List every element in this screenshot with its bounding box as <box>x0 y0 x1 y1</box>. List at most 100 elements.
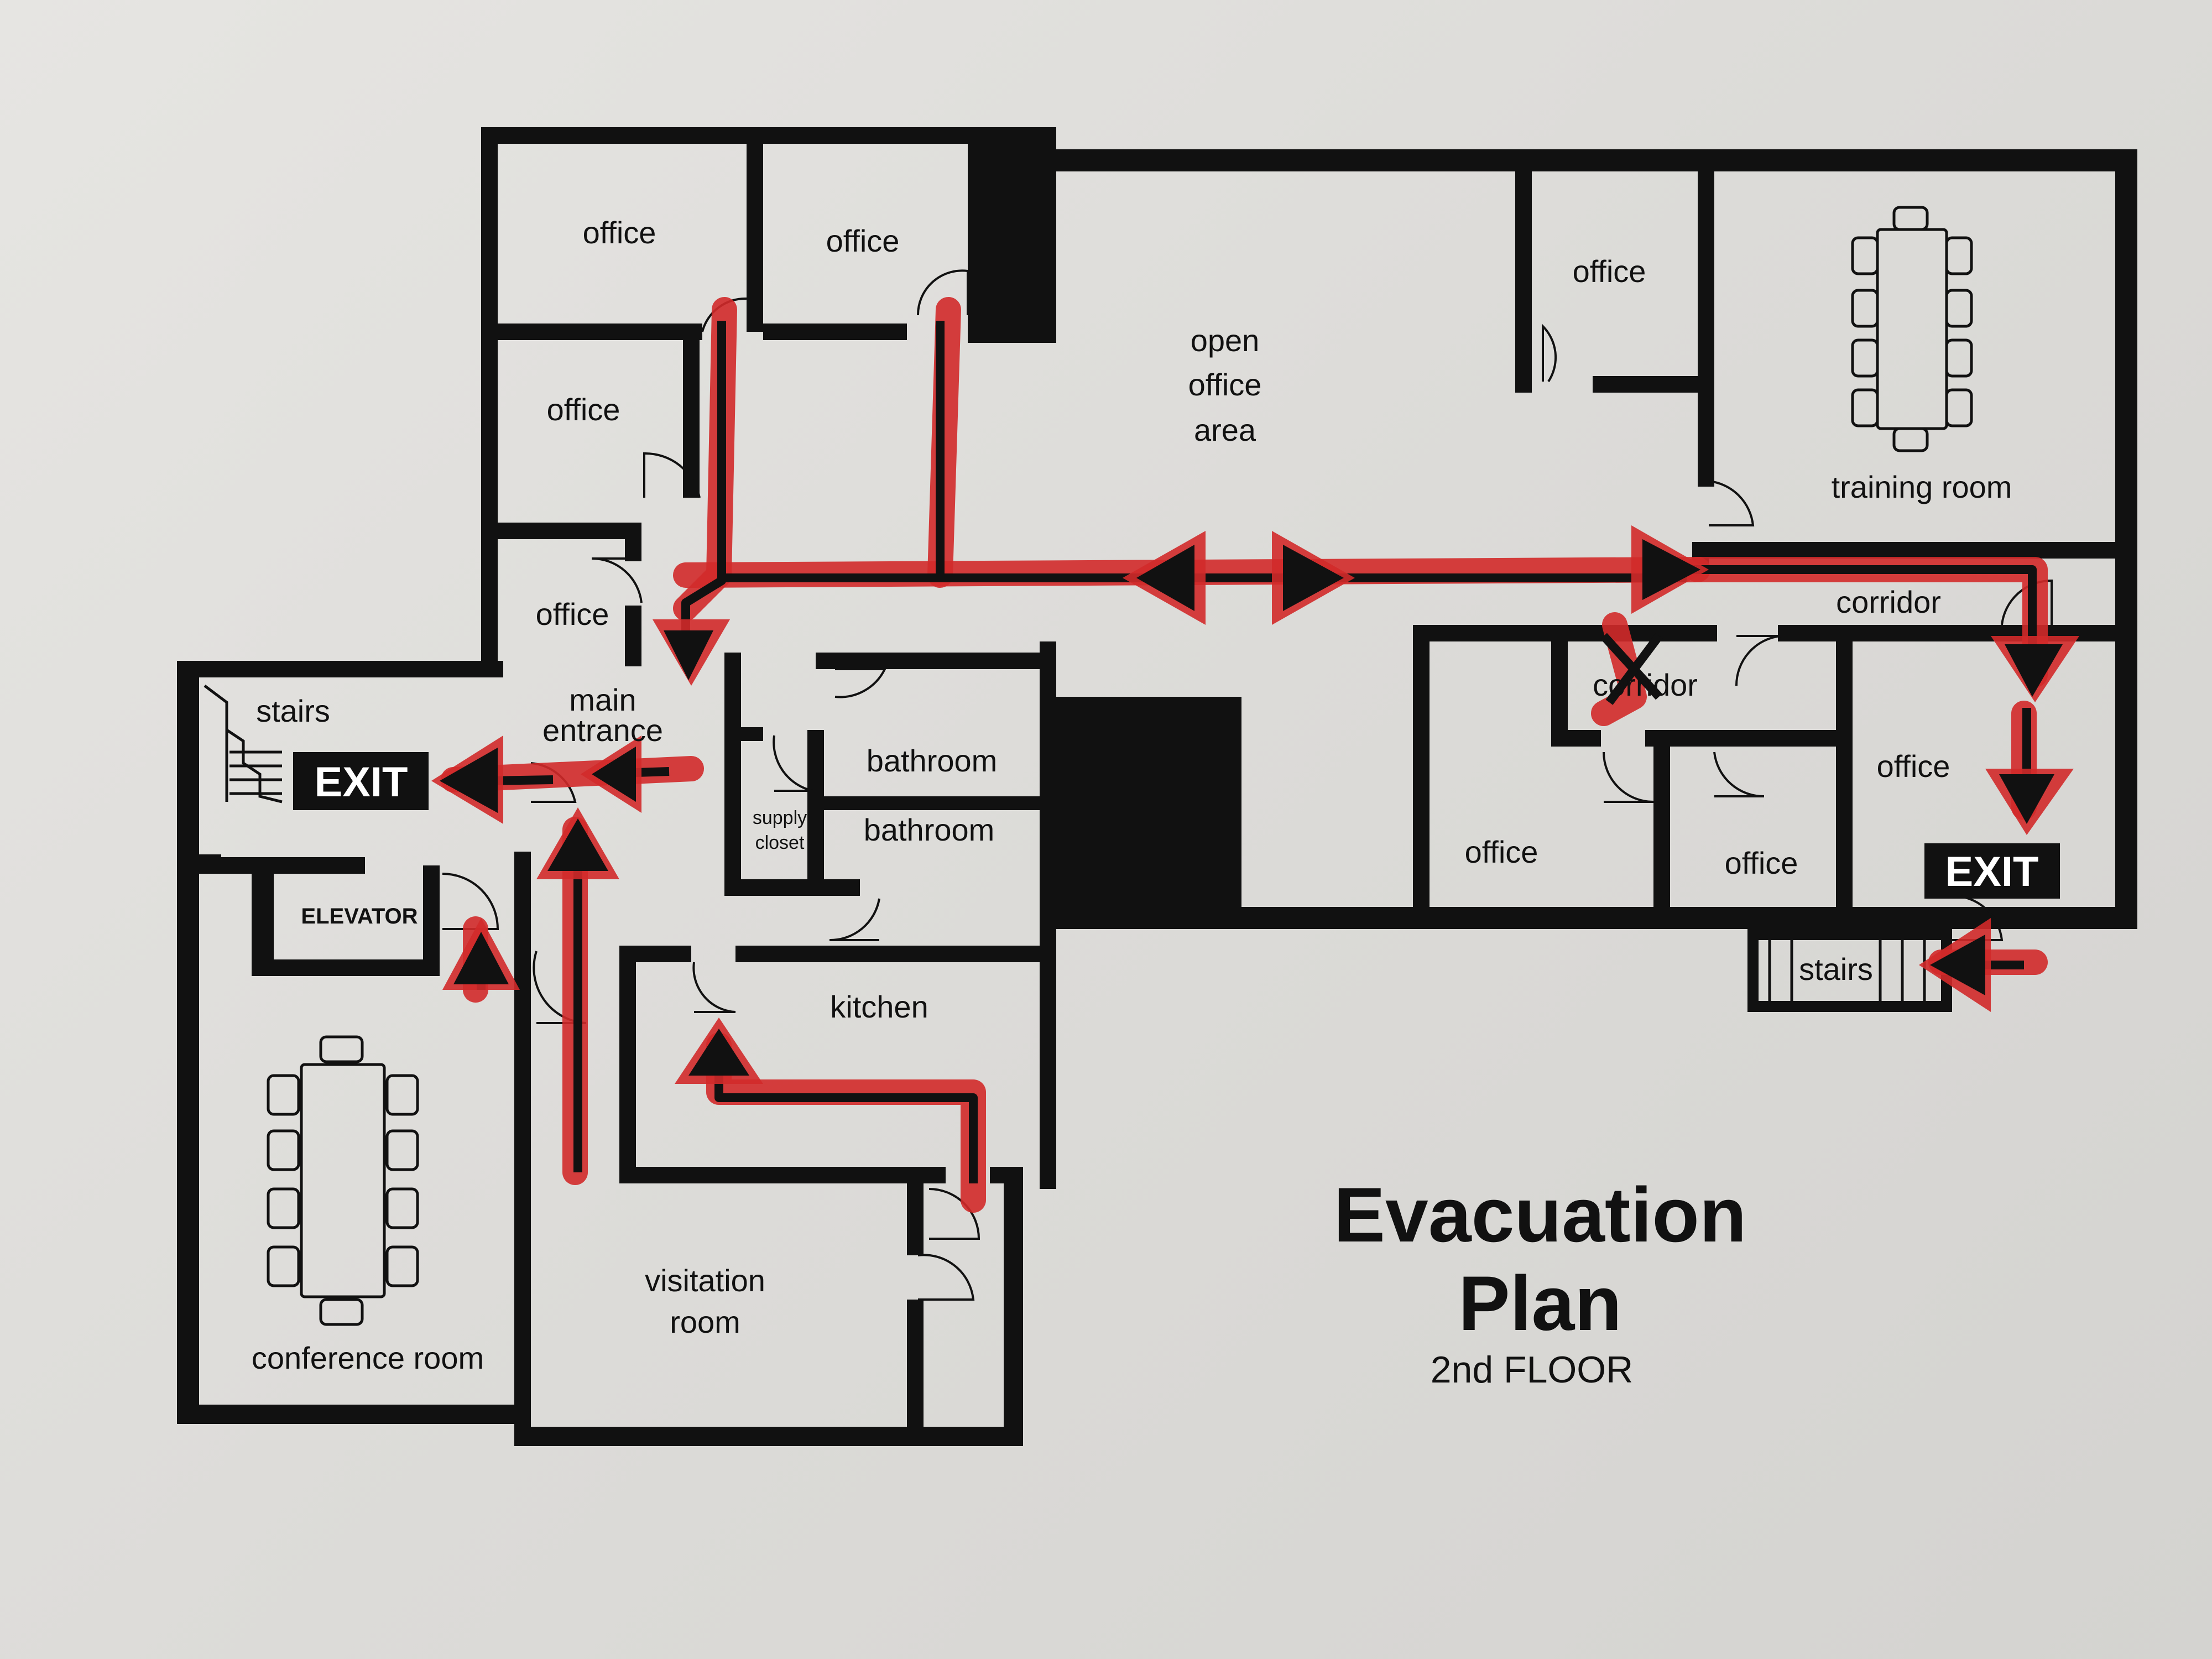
door-swing <box>692 962 736 1013</box>
door-swing <box>591 557 643 603</box>
chair <box>319 1035 364 1063</box>
wall <box>968 127 1056 343</box>
room-label-main-entrance: main <box>569 682 636 717</box>
wall <box>1051 149 2135 171</box>
wall <box>1698 171 1714 487</box>
door-swing <box>1713 752 1765 798</box>
room-label-corridor: corridor <box>1836 585 1941 619</box>
arrow-up-icon <box>453 932 509 984</box>
wall <box>1051 907 2137 929</box>
wall <box>1747 1001 1947 1012</box>
stairs-right-treads <box>1768 940 1926 1001</box>
stairs-left-icon <box>204 685 283 804</box>
walls <box>177 127 2137 1446</box>
room-label-office: office <box>547 392 620 427</box>
wall <box>816 796 1048 810</box>
room-label-supply-closet: closet <box>755 832 805 853</box>
room-label-office: office <box>536 597 609 632</box>
wall <box>481 127 1056 144</box>
chair <box>1851 388 1879 427</box>
chair <box>385 1187 419 1229</box>
wall <box>683 332 700 498</box>
chair <box>319 1298 364 1326</box>
room-label-supply-closet: supply <box>753 807 807 828</box>
floor-label: 2nd FLOOR <box>1431 1349 1634 1391</box>
table <box>300 1063 386 1298</box>
plan-title: Evacuation Plan 2nd FLOOR <box>1334 1171 1747 1391</box>
wall <box>619 946 691 962</box>
door-swing <box>442 873 499 930</box>
wall <box>1692 542 2124 559</box>
door-swing <box>1542 324 1557 383</box>
wall <box>1653 730 1670 924</box>
wall <box>423 865 440 976</box>
chair <box>1945 338 1973 378</box>
arrow-up-icon <box>688 1029 749 1076</box>
room-label-kitchen: kitchen <box>830 989 928 1024</box>
arrow-up-icon <box>547 818 608 871</box>
conference-table-icon <box>267 1035 419 1326</box>
chair <box>385 1245 419 1287</box>
arrow-left-icon <box>592 747 636 802</box>
wall <box>907 1183 924 1255</box>
door-swing <box>1735 635 1781 686</box>
wall <box>1747 929 1947 940</box>
wall <box>735 946 1040 962</box>
wall <box>1413 625 1430 918</box>
exit-sign-right-box <box>1924 843 2060 899</box>
exit-sign-box <box>293 752 429 810</box>
wall <box>1645 730 1844 747</box>
door-swing <box>834 668 887 698</box>
room-label-open-office: area <box>1194 413 1256 447</box>
room-label-stairs: stairs <box>256 693 330 728</box>
wall <box>816 653 1053 669</box>
room-label-main-entrance: entrance <box>542 713 663 748</box>
chair <box>385 1074 419 1116</box>
title-line-2: Plan <box>1458 1260 1622 1347</box>
arrow-down-icon <box>664 630 713 680</box>
door-swing <box>773 735 813 792</box>
wall <box>1593 376 1703 393</box>
chair <box>385 1129 419 1171</box>
exit-sign-left: EXIT <box>293 752 429 810</box>
wall <box>199 854 221 871</box>
arrow-down-icon <box>1999 774 2054 824</box>
blocked-x-mark <box>1605 633 1663 705</box>
wall <box>907 1300 924 1438</box>
door-swing <box>1708 480 1755 526</box>
wall <box>619 1167 946 1183</box>
exit-sign-left-label: EXIT <box>315 759 408 806</box>
room-label-visitation-room: room <box>670 1305 740 1339</box>
chair <box>1945 388 1973 427</box>
wall <box>177 661 503 677</box>
door-swing <box>643 452 701 498</box>
wall <box>807 730 824 896</box>
wall <box>481 127 498 664</box>
chair <box>1851 289 1879 328</box>
arrow-down-icon <box>2005 644 2063 697</box>
chair <box>1892 427 1929 452</box>
chair <box>1851 338 1879 378</box>
wall <box>1747 929 1759 1012</box>
chair <box>267 1187 300 1229</box>
wall <box>763 324 907 340</box>
exit-sign-right-label: EXIT <box>1945 848 2039 895</box>
chair <box>1945 289 1973 328</box>
wall <box>1515 171 1532 393</box>
room-label-office: office <box>1725 846 1798 880</box>
route-line <box>1687 565 2037 647</box>
chair <box>267 1245 300 1287</box>
arrow-right-icon <box>1283 545 1344 611</box>
room-label-conference-room: conference room <box>252 1340 484 1375</box>
wall <box>619 946 636 1183</box>
route-arrows <box>431 525 2079 1084</box>
room-label-open-office: open <box>1191 323 1260 358</box>
chair <box>267 1074 300 1116</box>
chair <box>1892 206 1929 231</box>
wall <box>177 1405 531 1424</box>
training-table-icon <box>1851 206 1973 452</box>
room-label-office: office <box>826 223 900 258</box>
wall <box>514 1427 1023 1446</box>
